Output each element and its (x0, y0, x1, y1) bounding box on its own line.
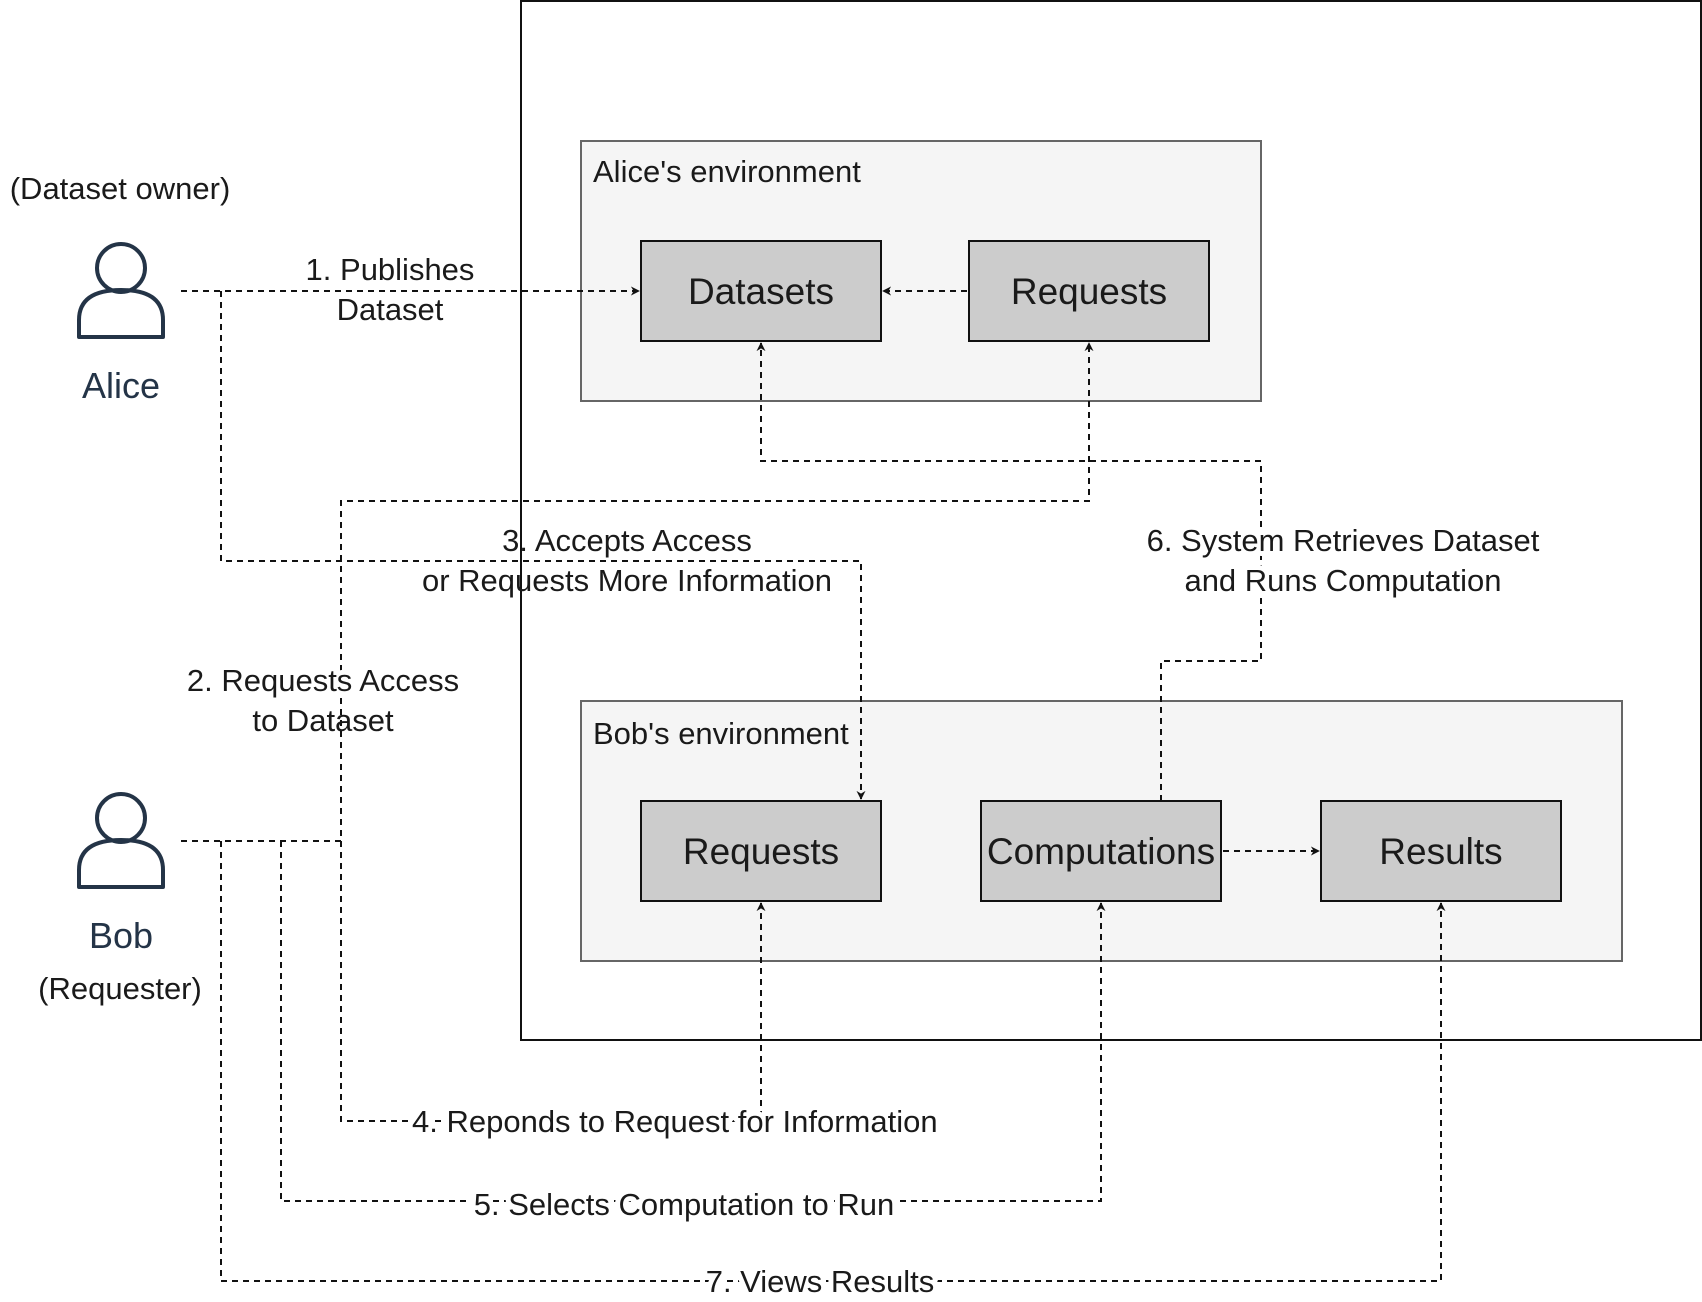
step-3-label: 3. Accepts Access or Requests More Infor… (422, 523, 832, 598)
edge-accepts-access (220, 291, 866, 800)
svg-text:1. Publishes: 1. Publishes (306, 252, 475, 287)
svg-text:Dataset: Dataset (337, 292, 444, 327)
svg-text:2. Requests Access: 2. Requests Access (187, 663, 459, 698)
step-5-label: 5. Selects Computation to Run (469, 1182, 899, 1227)
bob-environment-label: Bob's environment (593, 716, 849, 751)
edge-responds-request (340, 841, 766, 1122)
alice-requests-box[interactable]: Requests (968, 240, 1210, 342)
bob-environment: Bob's environment Requests Computations … (580, 700, 1623, 962)
edge-requests-access (181, 342, 1094, 842)
system-boundary (520, 0, 1702, 1041)
svg-text:6. System Retrieves Dataset: 6. System Retrieves Dataset (1147, 523, 1540, 558)
step-1-label: 1. Publishes Dataset (301, 247, 480, 332)
svg-text:4. Reponds to Request for Info: 4. Reponds to Request for Information (412, 1104, 938, 1139)
alice-environment: Alice's environment Datasets Requests (580, 140, 1262, 402)
svg-text:and Runs Computation: and Runs Computation (1184, 563, 1501, 598)
svg-text:7. Views Results: 7. Views Results (706, 1264, 935, 1299)
user-icon (77, 792, 165, 889)
alice-actor: (Dataset owner) Alice (10, 171, 231, 406)
alice-requests-label: Requests (1011, 271, 1167, 312)
edge-system-retrieves (756, 342, 1262, 801)
step-6-label: 6. System Retrieves Dataset and Runs Com… (1142, 518, 1545, 603)
alice-datasets-box[interactable]: Datasets (640, 240, 882, 342)
edge-selects-computation (280, 841, 1106, 1202)
alice-name-label: Alice (82, 365, 160, 406)
alice-role-label: (Dataset owner) (10, 171, 231, 206)
svg-text:5. Selects Computation to Run: 5. Selects Computation to Run (474, 1187, 894, 1222)
svg-text:or Requests More Information: or Requests More Information (422, 563, 832, 598)
bob-computations-box[interactable]: Computations (980, 800, 1222, 902)
svg-text:3. Accepts Access: 3. Accepts Access (502, 523, 752, 558)
bob-results-label: Results (1379, 831, 1502, 872)
alice-environment-label: Alice's environment (593, 154, 861, 189)
bob-name-label: Bob (89, 915, 153, 956)
bob-requests-label: Requests (683, 831, 839, 872)
svg-text:to Dataset: to Dataset (252, 703, 394, 738)
bob-requests-box[interactable]: Requests (640, 800, 882, 902)
user-icon (77, 242, 165, 339)
step-2-label: 2. Requests Access to Dataset (182, 658, 464, 738)
bob-role-label: (Requester) (38, 971, 202, 1006)
bob-computations-label: Computations (987, 831, 1215, 872)
edge-views-results (220, 841, 1446, 1282)
bob-results-box[interactable]: Results (1320, 800, 1562, 902)
step-4-label: 4. Reponds to Request for Information (407, 1099, 943, 1144)
bob-actor: Bob (Requester) (38, 792, 202, 1006)
step-7-label: 7. Views Results (701, 1259, 940, 1302)
alice-datasets-label: Datasets (688, 271, 834, 312)
